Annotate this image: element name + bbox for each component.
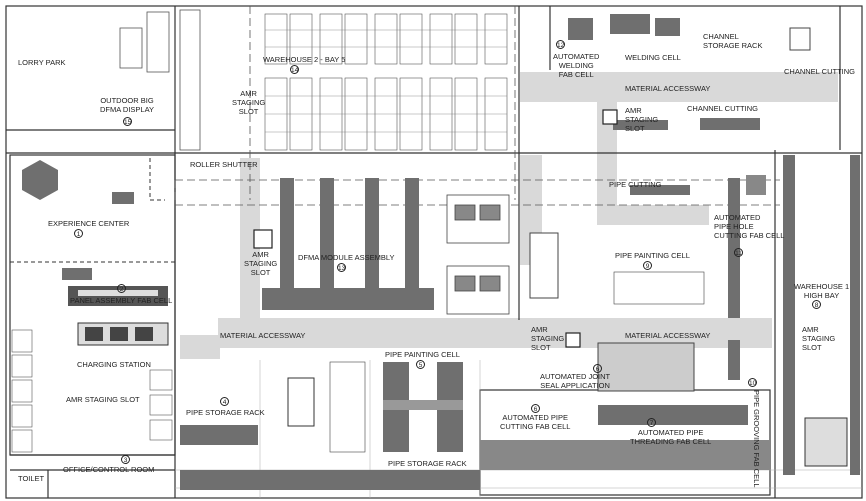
amr-slot-marker xyxy=(253,229,273,249)
dfma-label: DFMA MODULE ASSEMBLY xyxy=(298,253,395,262)
equipment-rack xyxy=(529,232,559,299)
panel-assembly xyxy=(62,268,169,346)
threading-fab-label: AUTOMATED PIPE THREADING FAB CELL xyxy=(630,428,712,446)
material-accessway-right-label: MATERIAL ACCESSWAY xyxy=(625,331,711,340)
pipe-painting-right-num: 9 xyxy=(643,261,652,270)
amr-staging-slot-left-label: AMR STAGING SLOT xyxy=(66,395,140,404)
amr-staging-slot-4: AMR STAGING SLOT xyxy=(802,325,836,352)
pipe-painting-bottom-num: 5 xyxy=(416,360,425,369)
panel-num: 2 xyxy=(117,284,126,293)
pipe-storage-bottom xyxy=(180,362,480,490)
amr-staging-slot-5: AMR STAGING SLOT xyxy=(531,325,565,352)
pipe-grooving-label: PIPE GROOVING FAB CELL xyxy=(752,390,761,488)
welding-fab-cell-label: AUTOMATED WELDING FAB CELL xyxy=(553,52,600,79)
channel-storage-label: CHANNEL STORAGE RACK xyxy=(703,32,763,50)
pipe-painting-bottom-label: PIPE PAINTING CELL xyxy=(385,350,460,359)
pipe-cut-fab-num: 6 xyxy=(531,404,540,413)
welding-equipment xyxy=(565,14,811,348)
panel-assembly-label: PANEL ASSEMBLY FAB CELL xyxy=(70,296,173,305)
outdoor-trucks xyxy=(119,9,201,151)
pipe-cutting-label: PIPE CUTTING xyxy=(609,180,662,189)
office-control-room-label: OFFICE/CONTROL ROOM xyxy=(63,465,155,474)
material-accessway-top-label: MATERIAL ACCESSWAY xyxy=(625,84,711,93)
welding-cell-label: WELDING CELL xyxy=(625,53,681,62)
pipe-storage-bottom-label: PIPE STORAGE RACK xyxy=(388,459,467,468)
warehouse2-label: WAREHOUSE 2 - BAY 5 xyxy=(263,55,346,64)
outdoor-display-label: OUTDOOR BIG DFMA DISPLAY xyxy=(100,96,155,114)
experience-center xyxy=(10,158,175,263)
joint-seal-label: AUTOMATED JOINT SEAL APPLICATION xyxy=(540,372,611,390)
dfma-assembly-lines xyxy=(262,178,434,310)
outdoor-num: 15 xyxy=(123,117,132,126)
amr-staging-slot-2: AMR STAGING SLOT xyxy=(244,250,278,277)
pipe-storage-left-num: 4 xyxy=(220,397,229,406)
warehouse2-racks xyxy=(264,13,508,151)
roller-shutter-label: ROLLER SHUTTER xyxy=(190,160,258,169)
grooving-num: 10 xyxy=(748,378,757,387)
pipe-storage-left-label: PIPE STORAGE RACK xyxy=(186,408,265,417)
amr-staging-slot-1: AMR STAGING SLOT xyxy=(232,89,266,116)
left-bays xyxy=(11,329,173,453)
rack-grid xyxy=(265,29,507,133)
lorry-park-label: LORRY PARK xyxy=(18,58,66,67)
office-num: 3 xyxy=(121,455,130,464)
experience-center-label: EXPERIENCE CENTER xyxy=(48,219,130,228)
pipe-hole-num: 11 xyxy=(734,248,743,257)
dfma-frames xyxy=(446,194,510,315)
welding-num: 12 xyxy=(556,40,565,49)
pipe-hole-cutting-label: AUTOMATED PIPE HOLE CUTTING FAB CELL xyxy=(714,213,785,240)
channel-cutting-mid-label: CHANNEL CUTTING xyxy=(687,104,758,113)
warehouse1-num: 8 xyxy=(812,300,821,309)
channel-cutting-top-label: CHANNEL CUTTING xyxy=(784,67,855,76)
dfma-num: 13 xyxy=(337,263,346,272)
charging-station-label: CHARGING STATION xyxy=(77,360,151,369)
warehouse1-label: WAREHOUSE 1 HIGH BAY xyxy=(794,282,850,300)
joint-num: 6 xyxy=(593,364,602,373)
grid-lines xyxy=(174,6,780,206)
experience-num: 1 xyxy=(74,229,83,238)
building-outline xyxy=(5,5,863,499)
pipe-cutting-fab-label: AUTOMATED PIPE CUTTING FAB CELL xyxy=(500,413,571,431)
warehouse2-num: 14 xyxy=(290,65,299,74)
accessways xyxy=(180,72,838,359)
equipment-e xyxy=(287,377,315,427)
threading-num: 7 xyxy=(647,418,656,427)
amr-staging-slot-3: AMR STAGING SLOT xyxy=(625,106,659,133)
right-racks xyxy=(480,118,860,475)
pipe-painting-bench xyxy=(329,271,705,453)
pipe-painting-right-label: PIPE PAINTING CELL xyxy=(615,251,690,260)
toilet-label: TOILET xyxy=(18,474,45,483)
material-accessway-left-label: MATERIAL ACCESSWAY xyxy=(220,331,306,340)
